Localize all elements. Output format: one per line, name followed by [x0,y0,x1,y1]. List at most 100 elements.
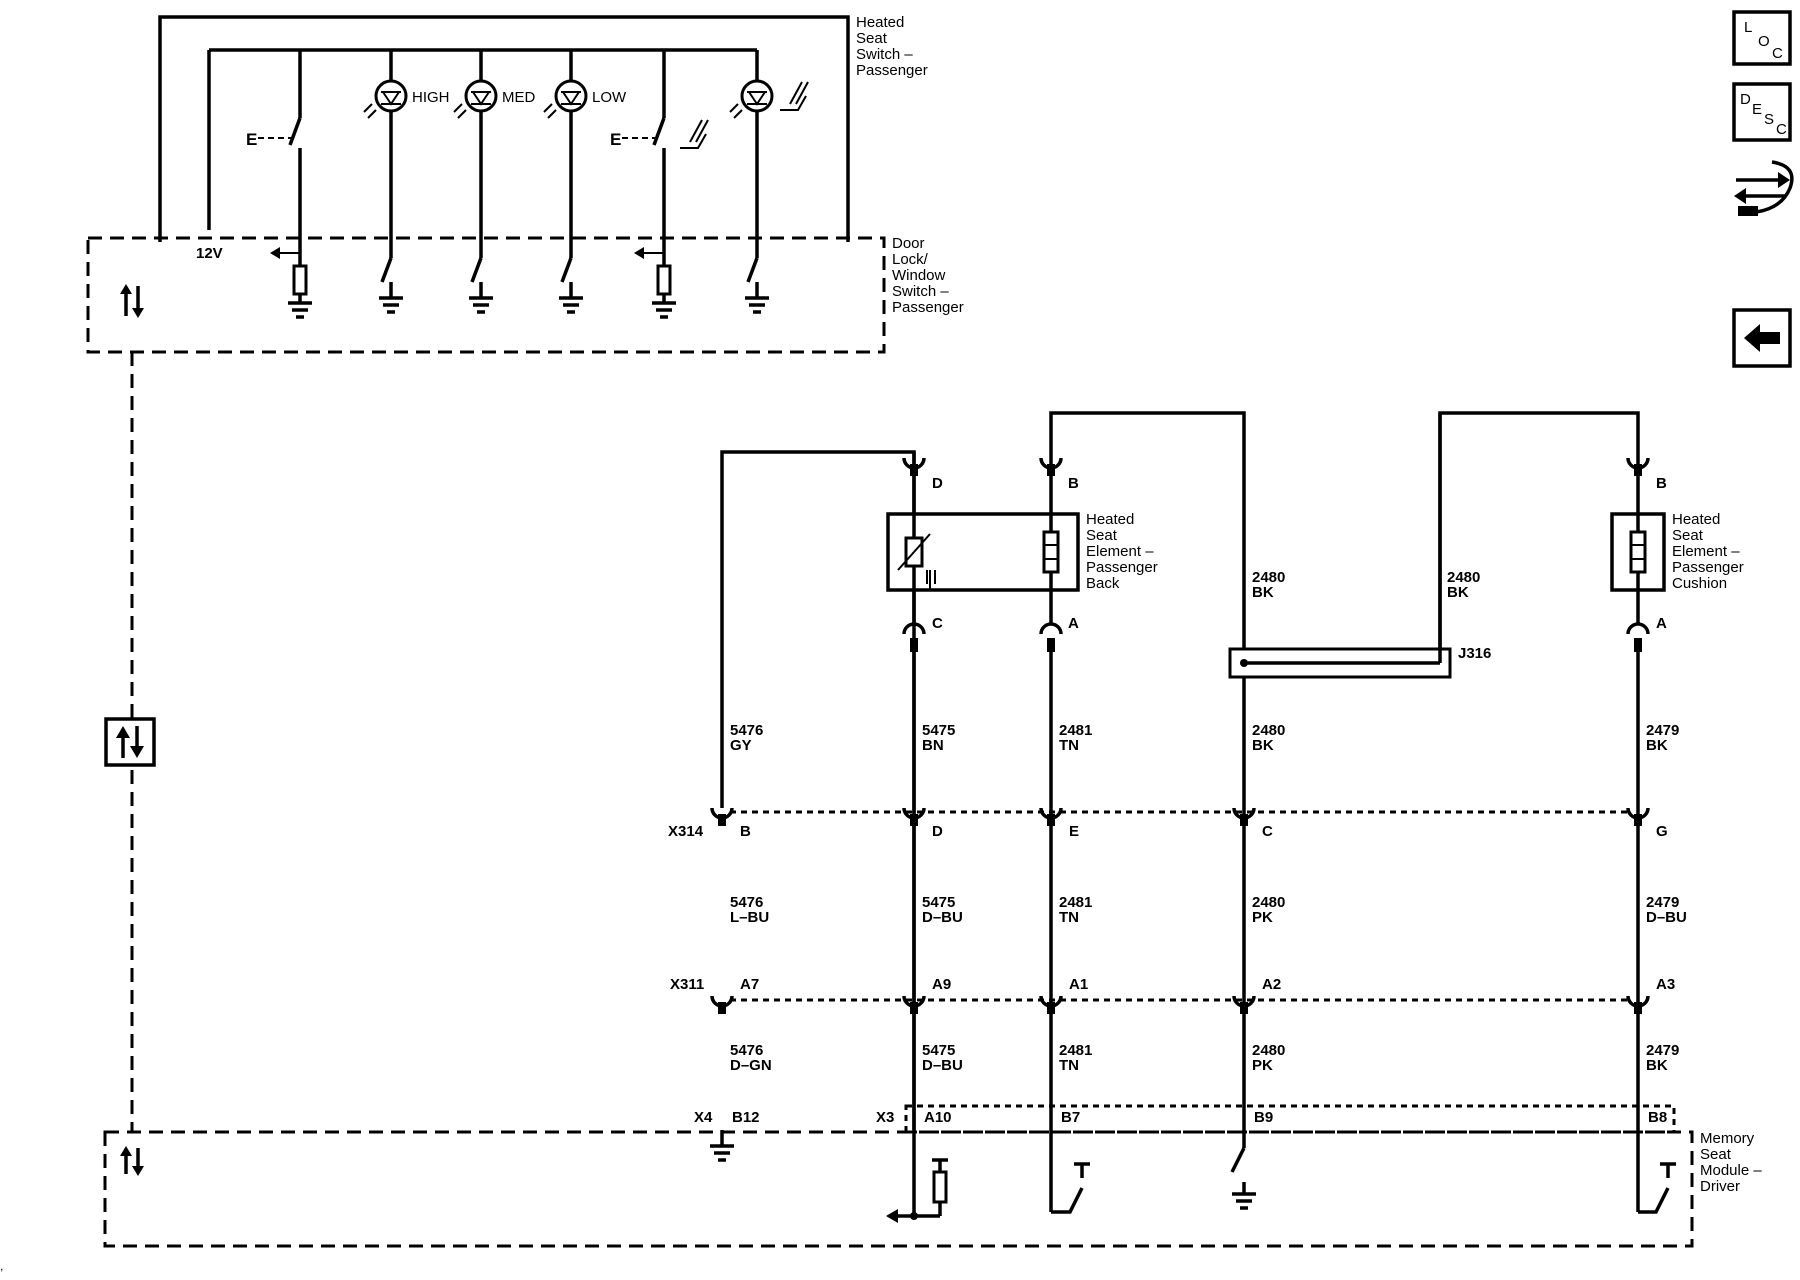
low-label: LOW [592,89,627,106]
pin-b-top-1: B [1068,475,1079,492]
heated-seat-switch-label-1: Seat [856,30,888,47]
heated-seat-element-cushion: Heated Seat Element – Passenger Cushion [1610,511,1744,592]
x311-pin-3: A2 [1232,976,1281,1014]
enable-label-2: E [610,130,621,149]
enable-switch-1: E [246,50,302,250]
led-ground-seat-heat [745,257,769,314]
svg-text:C: C [1262,823,1273,840]
svg-text:2480: 2480 [1252,722,1285,739]
serial-data-link [104,352,156,1132]
pulldown-resistor-2 [634,247,672,302]
x314-pin-0: B [710,807,751,840]
svg-text:2481: 2481 [1059,722,1092,739]
description-button[interactable]: D E S C [1732,82,1792,142]
svg-text:D–GN: D–GN [730,1057,772,1074]
wire-label-2480-top-b: 2480 BK [1447,569,1480,601]
circuit-5476 [720,450,916,1130]
x314-pin-4: G [1626,807,1668,840]
svg-text:C: C [1772,45,1783,62]
x3-label: X3 [876,1109,894,1126]
serial-data-arrows-icon [116,726,144,758]
svg-text:5476: 5476 [730,894,763,911]
enable-switch-2: E [610,50,709,250]
svg-text:D: D [1740,91,1751,108]
pin-a-element-cushion: A [1656,615,1667,632]
svg-text:2480: 2480 [1447,569,1480,586]
door-lock-label-2: Window [892,267,946,284]
svg-text:D: D [932,823,943,840]
heated-seat-switch: E HIGH MED [158,14,928,258]
x314-pin-2: E [1039,807,1079,840]
x311-pin-2: A1 [1039,976,1088,1014]
svg-text:2481: 2481 [1059,1042,1092,1059]
x4-label: X4 [694,1109,713,1126]
splice-label: J316 [1458,645,1491,662]
indicator-seat-heat [729,50,809,258]
svg-text:5476: 5476 [730,722,763,739]
x314-pin-3: C [1232,807,1273,840]
circuit-2481 [1049,411,1246,1212]
svg-text:2479: 2479 [1646,1042,1679,1059]
serial-data-arrows-icon [926,570,936,584]
wire-labels-row-3: 5476 D–GN 5475 D–BU 2481 TN 2480 PK 2479… [730,1042,1679,1074]
med-label: MED [502,89,536,106]
memory-module-label-2: Module – [1700,1162,1762,1179]
svg-text:A1: A1 [1069,976,1088,993]
enable-label-1: E [246,130,257,149]
x311-pin-1: A9 [902,976,951,1014]
ground-icon [288,301,312,319]
svg-text:BK: BK [1252,584,1274,601]
memory-module-label-1: Seat [1700,1146,1732,1163]
svg-text:2480: 2480 [1252,894,1285,911]
connector-end-view-icon[interactable] [1734,160,1794,216]
pin-d-top: D [932,475,943,492]
svg-text:O: O [1758,33,1770,50]
location-button[interactable]: L O C [1732,10,1792,66]
svg-text:5475: 5475 [922,722,955,739]
door-lock-label-0: Door [892,235,925,252]
svg-text:B: B [740,823,751,840]
x311-pin-0: A7 [710,976,759,1014]
svg-text:D–BU: D–BU [1646,909,1687,926]
svg-text:5475: 5475 [922,1042,955,1059]
led-ground-low [559,257,583,314]
svg-text:TN: TN [1059,737,1079,754]
x311-label: X311 [670,976,704,993]
svg-text:PK: PK [1252,1057,1273,1074]
corner-mark: , [0,1259,3,1273]
module-ground-b9 [1230,1147,1256,1210]
connector-x314: X314 [668,810,1630,840]
back-arrow-button[interactable] [1732,308,1792,368]
back-arrow-icon [1744,324,1780,352]
memory-module-label-3: Driver [1700,1178,1740,1195]
svg-text:5475: 5475 [922,894,955,911]
svg-text:A2: A2 [1262,976,1281,993]
svg-text:S: S [1764,111,1774,128]
svg-text:BK: BK [1447,584,1469,601]
svg-text:TN: TN [1059,1057,1079,1074]
module-pin-0: B12 [732,1109,760,1126]
svg-text:A3: A3 [1656,976,1675,993]
svg-text:BN: BN [922,737,944,754]
door-lock-label-4: Passenger [892,299,964,316]
svg-text:TN: TN [1059,909,1079,926]
pin-b-top-2: B [1656,475,1667,492]
module-pin-1: A10 [924,1109,952,1126]
module-ground-b12 [710,1130,734,1162]
svg-text:2481: 2481 [1059,894,1092,911]
heated-seat-element-back: Heated Seat Element – Passenger Back [886,511,1158,592]
heated-back-label-4: Back [1086,575,1120,592]
svg-text:A9: A9 [932,976,951,993]
splice-j316: J316 [1228,413,1491,679]
module-pin-2: B7 [1061,1109,1080,1126]
svg-text:E: E [1069,823,1079,840]
svg-text:L: L [1744,19,1752,36]
indicator-high: HIGH [363,50,450,258]
seat-heat-icon [780,81,809,111]
svg-text:GY: GY [730,737,752,754]
connector-d-top: D [902,457,943,514]
svg-text:C: C [1776,121,1787,138]
connector-a-element-back: A [1039,590,1079,652]
serial-data-arrows-icon [120,284,144,318]
